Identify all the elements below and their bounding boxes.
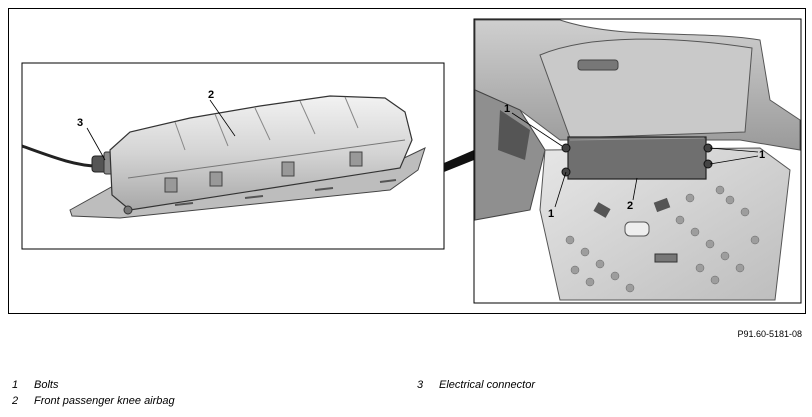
legend-label: Electrical connector (439, 379, 535, 391)
callout-1-lower-left: 1 (548, 208, 554, 220)
installed-knee-airbag (567, 136, 707, 180)
figure-reference-code: P91.60-5181-08 (737, 329, 802, 339)
legend-item-bolts: 1 Bolts (12, 379, 58, 391)
legend-number: 2 (12, 395, 19, 407)
legend-label: Front passenger knee airbag (34, 395, 175, 407)
legend-number: 3 (417, 379, 424, 391)
knee-airbag-module (69, 95, 426, 219)
callout-1-upper-left: 1 (504, 103, 510, 115)
detail-pointer (444, 150, 474, 172)
legend-item-knee-airbag: 2 Front passenger knee airbag (12, 395, 175, 407)
callout-3: 3 (77, 117, 83, 129)
legend-number: 1 (12, 379, 19, 391)
callout-2-detail: 2 (208, 89, 214, 101)
callout-2-overview: 2 (627, 200, 633, 212)
legend-label: Bolts (34, 379, 59, 391)
callout-1-right: 1 (759, 149, 765, 161)
legend-item-electrical-connector: 3 Electrical connector (417, 379, 535, 391)
